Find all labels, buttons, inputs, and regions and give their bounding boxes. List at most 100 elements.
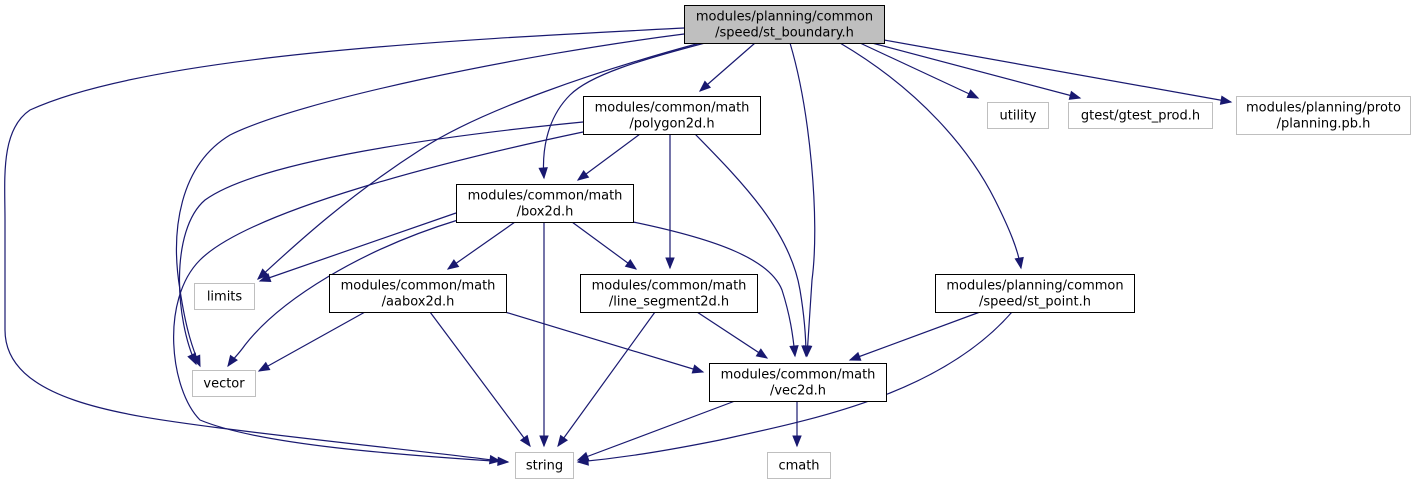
node-gtest_prod[interactable]: gtest/gtest_prod.h (1068, 102, 1213, 129)
edge-st_boundary-to-polygon2d (698, 42, 756, 92)
edge-line (258, 311, 366, 372)
node-box (580, 274, 758, 313)
node-label-line: modules/planning/proto (1246, 101, 1401, 116)
node-aabox2d[interactable]: modules/common/math/aabox2d.h (329, 274, 507, 313)
arrow-head (792, 435, 802, 448)
edge-line (694, 133, 807, 357)
edge-vec2d-to-cmath (792, 401, 802, 448)
edge-line (839, 42, 1022, 269)
edge-line (178, 121, 584, 365)
edge-polygon2d-to-vec2d (694, 133, 811, 358)
node-box (684, 5, 885, 44)
node-label-line: vector (203, 377, 245, 392)
node-label-line: cmath (778, 459, 819, 474)
edge-line_segment2d-to-vec2d (696, 311, 769, 359)
node-label-line: gtest/gtest_prod.h (1081, 109, 1200, 124)
node-box (1068, 102, 1213, 129)
edge-line (4, 27, 685, 462)
node-label-line: modules/planning/common (946, 279, 1123, 294)
arrow-head (801, 345, 811, 358)
node-vec2d[interactable]: modules/common/math/vec2d.h (709, 363, 887, 402)
arrow-head (187, 352, 197, 366)
node-box (1236, 96, 1411, 135)
edge-vec2d-to-string (576, 400, 736, 461)
arrow-head (848, 351, 862, 361)
edge-line (883, 39, 1232, 103)
edge-box2d-to-string (539, 222, 549, 448)
edge-line (447, 221, 516, 270)
node-label-line: /box2d.h (517, 205, 574, 220)
arrow-head (539, 435, 549, 448)
node-line_segment2d[interactable]: modules/common/math/line_segment2d.h (580, 274, 758, 313)
node-label-line: modules/common/math (721, 368, 876, 383)
node-label-line: modules/common/math (468, 189, 623, 204)
node-cmath[interactable]: cmath (767, 452, 831, 479)
edge-line (173, 131, 584, 463)
edge-box2d-to-line_segment2d (571, 221, 638, 270)
node-utility[interactable]: utility (987, 102, 1049, 129)
edge-line (577, 133, 641, 181)
node-label-line: /aabox2d.h (382, 295, 455, 310)
arrow-head (698, 80, 712, 92)
node-polygon2d[interactable]: modules/common/math/polygon2d.h (583, 96, 761, 135)
node-label-line: string (526, 459, 563, 474)
node-vector[interactable]: vector (192, 370, 256, 397)
edge-box2d-to-vector (227, 219, 459, 368)
node-box (709, 363, 887, 402)
node-st_point[interactable]: modules/planning/common/speed/st_point.h (935, 274, 1135, 313)
node-planning_pb[interactable]: modules/planning/proto/planning.pb.h (1236, 96, 1411, 135)
edge-line_segment2d-to-string (557, 311, 656, 448)
arrow-head (227, 354, 238, 368)
edge-aabox2d-to-vector (257, 311, 366, 372)
node-label-line: /vec2d.h (770, 384, 826, 399)
edge-line (871, 42, 1081, 99)
arrow-head (576, 169, 590, 181)
node-label-line: modules/planning/common (696, 10, 873, 25)
node-label-line: /speed/st_boundary.h (715, 26, 854, 41)
arrow-head (1219, 95, 1233, 105)
edge-aabox2d-to-vec2d (504, 311, 705, 374)
edge-line (227, 219, 459, 367)
edge-polygon2d-to-vector (178, 121, 584, 366)
arrow-head (488, 454, 502, 465)
node-box (515, 452, 574, 479)
edge-st_boundary-to-gtest_prod (871, 42, 1082, 100)
arrow-head (1014, 256, 1024, 270)
arrow-head (557, 434, 568, 448)
edge-line (577, 400, 736, 461)
node-limits[interactable]: limits (194, 283, 255, 310)
node-box (194, 283, 255, 310)
edge-line (259, 212, 457, 282)
arrow-head (497, 456, 510, 467)
edge-line (257, 42, 701, 280)
node-label-line: /line_segment2d.h (609, 295, 729, 310)
edge-aabox2d-to-string (429, 311, 531, 448)
arrow-head (258, 273, 272, 283)
node-string[interactable]: string (515, 452, 574, 479)
arrow-head (665, 257, 675, 270)
node-label-line: /planning.pb.h (1277, 117, 1371, 132)
node-st_boundary[interactable]: modules/planning/common/speed/st_boundar… (684, 5, 885, 44)
edge-line (175, 33, 685, 367)
edge-polygon2d-to-box2d (576, 133, 641, 181)
arrow-head (789, 345, 799, 358)
edge-line (577, 311, 1013, 463)
arrow-head (755, 348, 769, 359)
edge-line (504, 311, 704, 373)
node-box (329, 274, 507, 313)
node-label-line: /speed/st_point.h (979, 295, 1091, 310)
edges-layer (4, 27, 1233, 467)
arrow-head (538, 167, 548, 180)
edge-line (557, 311, 656, 447)
edge-line (789, 42, 816, 357)
arrow-head (576, 451, 590, 461)
arrow-head (257, 268, 269, 280)
edge-line (696, 311, 768, 359)
node-box2d[interactable]: modules/common/math/box2d.h (456, 184, 634, 223)
edge-polygon2d-to-string (173, 131, 584, 467)
edge-st_boundary-to-st_point (839, 42, 1024, 270)
edge-st_boundary-to-limits (257, 42, 701, 280)
node-label-line: utility (1000, 109, 1037, 124)
edge-line (859, 42, 979, 99)
edge-box2d-to-vec2d (632, 221, 799, 358)
